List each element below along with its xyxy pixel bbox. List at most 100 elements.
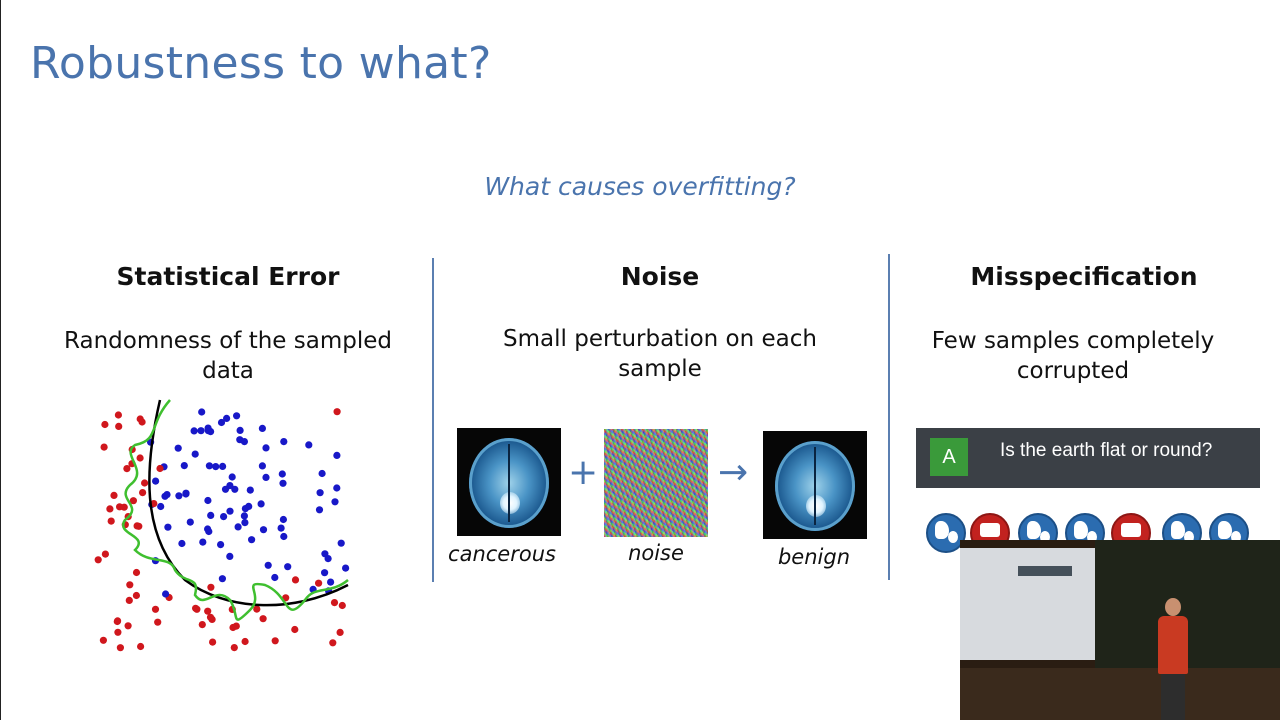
blue-class-point xyxy=(175,492,183,500)
globe-icon xyxy=(926,513,966,553)
blue-class-point xyxy=(221,485,230,493)
blue-class-point xyxy=(279,479,287,487)
blue-class-point xyxy=(257,500,265,508)
red-class-point xyxy=(136,454,144,462)
red-class-point xyxy=(132,591,140,600)
red-class-point xyxy=(123,465,131,473)
column-divider-2 xyxy=(888,254,890,580)
blue-class-point xyxy=(191,450,199,458)
quiz-answer-letter: A xyxy=(930,438,968,476)
speaker-figure xyxy=(1154,598,1194,720)
quiz-question-bar: A Is the earth flat or round? xyxy=(916,428,1260,488)
blue-class-point xyxy=(199,538,207,546)
red-class-point xyxy=(139,489,147,497)
quiz-question-text: Is the earth flat or round? xyxy=(1000,440,1213,461)
slide-title: Robustness to what? xyxy=(30,38,492,89)
slide-left-border xyxy=(0,0,1,720)
red-class-point xyxy=(113,617,121,626)
blue-class-point xyxy=(316,489,324,497)
red-class-point xyxy=(100,443,108,451)
red-class-point xyxy=(207,583,215,591)
red-class-point xyxy=(107,517,115,525)
red-class-point xyxy=(129,497,137,505)
red-class-point xyxy=(209,638,217,646)
red-class-point xyxy=(126,581,134,589)
blue-class-point xyxy=(318,469,326,478)
blue-class-point xyxy=(280,532,288,541)
blue-class-point xyxy=(333,451,341,459)
blue-class-point xyxy=(162,590,170,598)
red-class-point xyxy=(198,621,206,629)
blue-class-point xyxy=(241,519,249,527)
blue-class-point xyxy=(226,507,234,515)
red-class-point xyxy=(329,639,337,647)
blue-class-point xyxy=(164,523,172,531)
caption-cancerous: cancerous xyxy=(448,542,556,566)
noise-heading: Noise xyxy=(620,262,700,291)
red-class-point xyxy=(124,622,132,630)
blue-class-point xyxy=(218,575,226,583)
blue-class-point xyxy=(178,539,186,548)
blue-class-point xyxy=(262,444,270,452)
noise-description: Small perturbation on each sample xyxy=(440,324,880,384)
speaker-video-inset xyxy=(960,540,1280,720)
blue-class-point xyxy=(233,412,241,420)
red-class-point xyxy=(204,607,212,615)
blue-class-point xyxy=(182,489,190,497)
blue-class-point xyxy=(198,408,206,416)
statistical-error-description: Randomness of the sampled data xyxy=(28,326,428,386)
blue-class-point xyxy=(197,427,205,435)
red-class-point xyxy=(192,604,200,612)
red-class-point xyxy=(101,550,109,558)
misspecification-heading: Misspecification xyxy=(970,262,1198,291)
blue-class-point xyxy=(204,496,212,505)
blue-class-point xyxy=(152,477,160,485)
red-class-point xyxy=(125,596,133,604)
blue-class-point xyxy=(163,491,171,499)
statistical-error-desc-line-2: data xyxy=(202,358,254,384)
overfitting-scatter-plot xyxy=(94,399,350,652)
blue-class-point xyxy=(236,426,244,434)
blue-class-point xyxy=(234,523,242,531)
red-class-point xyxy=(141,479,149,487)
blue-class-point xyxy=(223,414,231,422)
red-class-point xyxy=(232,622,240,630)
blue-class-point xyxy=(186,518,194,526)
red-class-point xyxy=(271,637,279,645)
blue-class-point xyxy=(204,525,212,533)
caption-benign: benign xyxy=(777,545,851,569)
blue-class-point xyxy=(284,563,292,571)
red-class-point xyxy=(253,605,261,613)
blue-class-point xyxy=(174,444,182,452)
blue-class-point xyxy=(246,486,254,494)
red-class-point xyxy=(291,625,299,634)
misspecification-description: Few samples completely corrupted xyxy=(900,326,1246,386)
mri-cancerous-image xyxy=(457,428,561,536)
noise-image xyxy=(604,429,708,537)
red-class-point xyxy=(132,568,141,577)
blue-class-point xyxy=(258,424,266,432)
blue-class-point xyxy=(228,473,236,481)
red-class-point xyxy=(115,422,123,430)
blue-class-point xyxy=(315,506,324,514)
blue-class-point xyxy=(264,561,272,569)
blue-class-point xyxy=(333,484,341,492)
red-class-point xyxy=(120,503,128,511)
blue-class-point xyxy=(190,427,198,435)
red-class-point xyxy=(338,601,346,610)
red-class-point xyxy=(154,618,162,626)
red-class-point xyxy=(259,615,267,623)
arrow-operator: → xyxy=(718,452,749,493)
blue-class-point xyxy=(279,515,287,524)
projector-screen xyxy=(960,548,1095,660)
overfit-boundary-curve xyxy=(121,399,349,621)
red-class-point xyxy=(101,420,109,429)
blue-class-point xyxy=(277,524,285,532)
red-class-point xyxy=(206,613,215,621)
blue-class-point xyxy=(236,436,244,444)
blue-class-point xyxy=(245,502,253,510)
blue-class-point xyxy=(331,498,339,506)
red-class-point xyxy=(333,408,341,416)
red-class-point xyxy=(230,644,238,652)
true-boundary-curve xyxy=(148,399,349,607)
